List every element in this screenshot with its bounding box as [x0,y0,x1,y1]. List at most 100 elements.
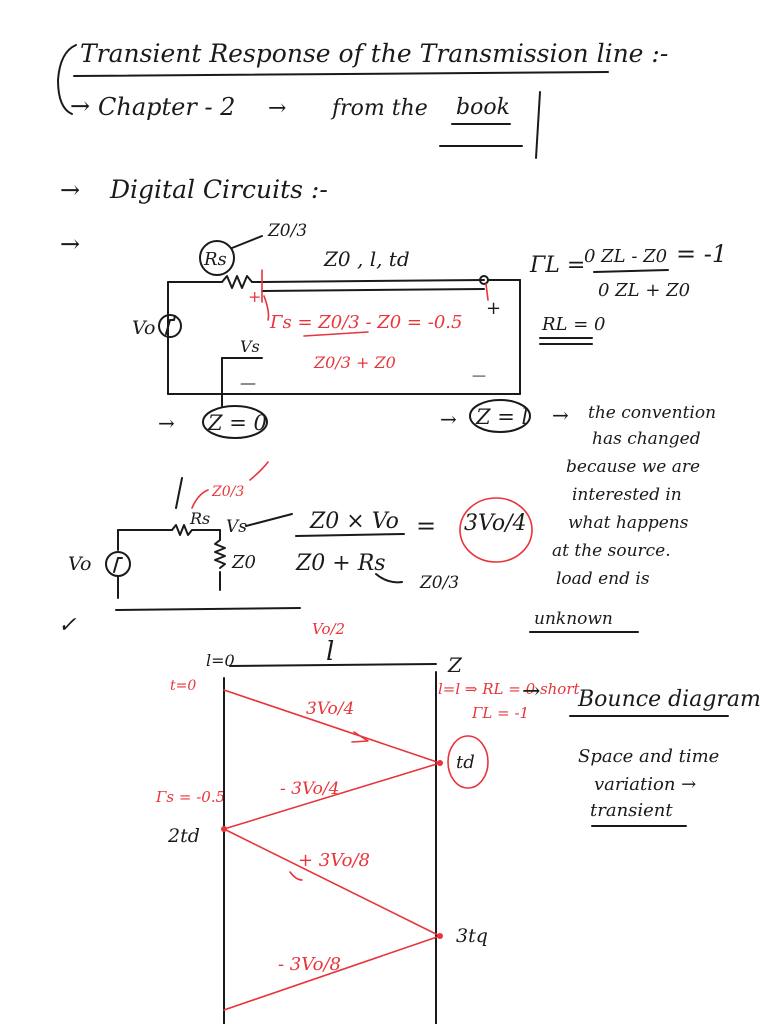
circuit2-rs-resistor [171,524,193,536]
resistor-rs-symbol [221,275,253,289]
z-l-arrow: → [440,407,457,431]
bounce-length-bar [229,663,437,667]
bounce-desc-2: variation → [594,774,696,795]
wave-3-label: + 3Vo/8 [298,850,370,871]
bounce-gamma-source: Γs = -0.5 [155,788,225,806]
circuit2-z0-label: Z0 [231,552,256,573]
note-line-8: unknown [534,609,613,629]
divider-equals: = [416,512,436,540]
circuit2-source-step-icon [113,557,123,573]
wave-1-label: 3Vo/4 [306,699,354,719]
z-zero-label: Z = 0 [207,411,267,435]
circuit2-vs-arrow [245,513,293,527]
z-l-label: Z = l [475,405,528,429]
bounce-ll-label: l=l ⇒ RL = 0 short [438,680,580,698]
gamma-source-pointer [263,295,270,321]
bounce-top-label: Vo/2 [312,620,345,638]
convention-note: the convention has changed because we ar… [529,403,716,633]
bounce-desc-1: Space and time [578,746,719,767]
bounce-l0-label: l=0 [206,651,235,670]
bounce-desc-3: transient [590,800,673,821]
circuit2-z0-over3: Z0/3 [211,484,244,500]
source-vo-circle [158,314,182,338]
wave-2 [223,762,441,830]
title-underline [73,71,609,77]
book-text: book [456,95,510,120]
bounce-node-2td [221,826,227,832]
bounce-length-label: l [326,637,334,667]
page-title: Transient Response of the Transmission l… [80,39,668,68]
note-line-2: has changed [592,429,701,449]
rs-pointer [231,235,263,249]
circuit1-plus-source: + [248,287,261,306]
gamma-source-denominator: Z0/3 + Z0 [313,353,396,372]
title-bracket [57,44,77,115]
bounce-td-label: td [456,752,475,773]
bounce-gamma-load: ΓL = -1 [471,704,529,722]
divider-result-circle [459,497,533,563]
bounce-2td-label: 2td [167,825,200,847]
circuit1-vo-label: Vo [132,317,155,339]
rs-circle [199,240,235,276]
divider-denominator: Z0 + Rs [295,551,386,576]
divider-numerator: Z0 × Vo [309,509,399,534]
gamma-load-denominator: 0 ZL + Z0 [598,280,690,301]
circuit1-arrow: → [60,230,80,258]
rl-zero-label: RL = 0 [541,314,605,335]
digital-arrow: → [60,176,80,204]
line-params: Z0 , l, td [323,247,410,271]
wave-4-label: - 3Vo/8 [278,954,341,975]
circuit1-minus-2: — [472,368,486,384]
wave-4 [223,935,441,1011]
circuit1-plus-load: + [486,298,501,319]
divider-denominator-sub: Z0/3 [419,573,459,593]
circuit2-vs-label: Vs [226,517,247,537]
bounce-z-label: Z [447,653,463,677]
note-line-3: because we are [566,457,700,477]
bounce-node-3td [437,933,443,939]
gamma-source-fraction-bar [303,331,369,337]
circuit1-vs-label: Vs [240,337,260,356]
circuit2-source-circle [105,551,131,577]
td-circle [447,735,489,789]
z-l-circle [469,399,531,433]
transmission-line-top [261,279,485,283]
bounce-node-td [437,760,443,766]
chapter-label: Chapter - 2 [98,93,235,121]
wave-1 [223,689,441,764]
check-mark: ✓ [58,613,77,638]
gamma-source-eq: Γs = Z0/3 - Z0 = -0.5 [269,312,462,333]
gamma-load-fraction-bar [593,269,669,273]
wave-2-label: - 3Vo/4 [280,779,339,799]
digital-circuits-label: Digital Circuits :- [109,175,328,204]
note-line-6: at the source. [552,541,671,561]
note-line-7: load end is [556,569,650,589]
note-line-4: interested in [572,485,682,505]
circuit2-z0-pointer [191,489,209,509]
circuit-1: Vo Rs Z0/3 Z0 , l, td Vs — — + + Γs = Z0… [132,221,521,395]
section-divider [115,607,301,611]
wave-3 [223,828,441,937]
circuit1-minus-1: — [240,373,256,392]
bounce-arrow: → [522,679,540,704]
transmission-line-bottom [261,288,485,292]
note-line-1: the convention [588,403,716,423]
circuit2-z0-resistor [214,539,226,569]
bounce-heading: Bounce diagram [577,687,761,712]
gamma-load-label: ΓL = [529,253,585,278]
bounce-diagram: Vo/2 l l=0 t=0 Z l=l ⇒ RL = 0 short ΓL =… [155,620,580,1024]
note-line-5: what happens [568,513,689,533]
from-the-text: from the [330,96,428,121]
divider-sub-arrow [375,573,403,584]
chapter-arrow: → [70,92,90,120]
circuit2-rs-label: Rs [189,509,210,528]
bounce-3td-label: 3tq [456,925,488,947]
divider-fraction-bar [295,533,405,537]
load-reference-mark [485,283,489,301]
chapter-arrow-2: → [268,96,286,121]
margin-bracket [535,91,541,159]
circuit2-z0-pointer-2 [249,461,269,481]
circuit2-rs-pointer [175,477,183,509]
